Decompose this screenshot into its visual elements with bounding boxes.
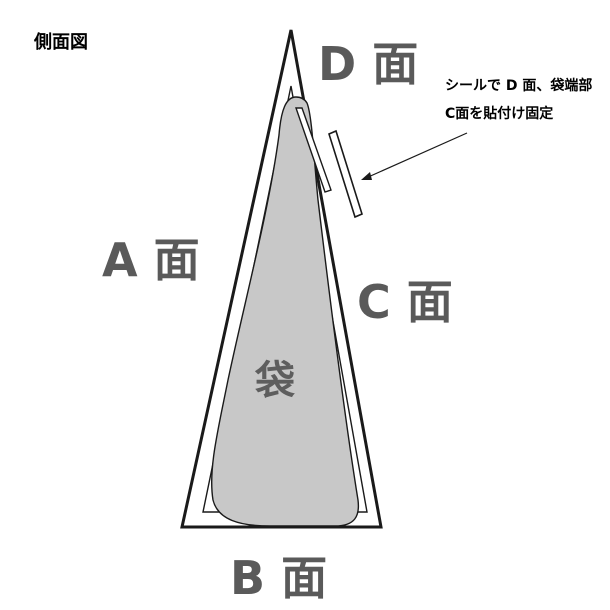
- face-label-b: B 面: [230, 551, 327, 605]
- bag-label: 袋: [254, 358, 295, 404]
- face-label-a: A 面: [102, 233, 200, 287]
- face-label-c: C 面: [357, 275, 453, 329]
- leader-line: [365, 132, 468, 179]
- seal-note-line-1: シールで D 面、袋端部: [445, 77, 592, 94]
- diagram-title: 側面図: [33, 31, 88, 53]
- leader-arrowhead: [361, 172, 372, 180]
- bag-end-strip: [295, 107, 332, 193]
- face-label-d: D 面: [318, 37, 418, 91]
- seal-tab: [328, 129, 363, 219]
- seal-note-line-2: C面を貼付け固定: [445, 105, 553, 122]
